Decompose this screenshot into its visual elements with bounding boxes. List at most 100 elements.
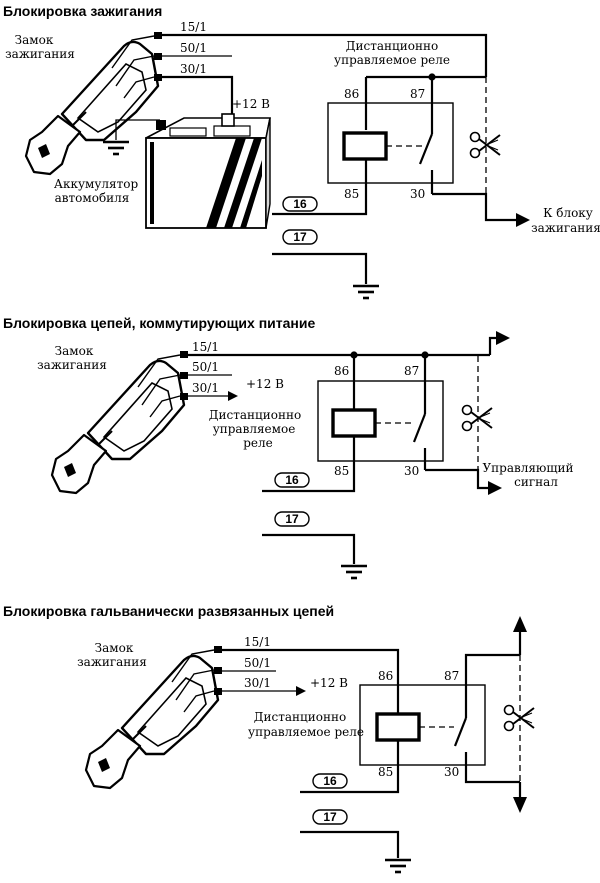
relay-label: управляемое реле [334, 53, 450, 67]
wire-battery-ground [115, 119, 160, 140]
scissors-icon [469, 131, 501, 159]
wire-pin-85 [300, 740, 400, 794]
relay-label: реле [243, 436, 273, 450]
terminal-label: 50/1 [180, 41, 207, 55]
battery-icon [145, 113, 271, 229]
section-isolated-circuit-blocking: Блокировка гальванически развязанных цеп… [3, 603, 535, 874]
terminal-label: 50/1 [192, 360, 219, 374]
battery-label: Аккумулятор [54, 177, 139, 191]
wire-output-ignition [432, 192, 520, 222]
wire-17-ground [262, 533, 356, 564]
ignition-lock-icon [50, 349, 190, 495]
wire-17-ground [272, 252, 368, 284]
wire-number-badge [282, 196, 318, 212]
output-label: сигнал [514, 475, 558, 489]
terminal-label: 30/1 [244, 676, 271, 690]
wire-30-1 [162, 75, 234, 118]
relay-pin-label: 85 [334, 464, 349, 478]
terminal-label: 15/1 [192, 340, 219, 354]
ground-icon [351, 284, 381, 300]
relay-pin-label: 87 [444, 669, 459, 683]
arrow-icon [228, 391, 238, 401]
ignition-lock-label: зажигания [37, 358, 107, 372]
ignition-lock-label: Замок [95, 641, 134, 655]
relay-pin-label: 30 [444, 765, 459, 779]
relay-pin-label: 85 [344, 187, 359, 201]
relay-pin-label: 87 [410, 87, 425, 101]
output-label: К блоку [543, 206, 593, 220]
supply-voltage-label: +12 В [310, 676, 348, 690]
section-title: Блокировка цепей, коммутирующих питание [3, 315, 315, 331]
terminal-label: 30/1 [192, 381, 219, 395]
wire-pin-87 [464, 653, 520, 718]
scissors-icon [461, 404, 493, 432]
wire-pin-85 [262, 436, 356, 493]
ground-icon [339, 564, 369, 580]
wire-17-ground [300, 830, 400, 858]
output-label: зажигания [531, 221, 600, 235]
junction-dot [428, 73, 436, 81]
relay-label: Дистанционно [254, 710, 346, 724]
relay-coil [342, 131, 388, 161]
relay-pin-label: 87 [404, 364, 419, 378]
arrow-icon [488, 481, 502, 495]
wire-number-label: 17 [285, 512, 299, 526]
terminal-label: 15/1 [180, 20, 207, 34]
battery-voltage-label: +12 В [232, 97, 270, 111]
relay-pin-label: 86 [378, 669, 393, 683]
terminal-label: 15/1 [244, 635, 271, 649]
relay-pin-label: 86 [344, 87, 359, 101]
wire-number-label: 16 [285, 473, 299, 487]
relay-pin-label: 30 [404, 464, 419, 478]
wire-number-label: 16 [323, 774, 337, 788]
ignition-lock-label: Замок [15, 33, 54, 47]
arrow-icon [516, 213, 530, 227]
relay-coil [331, 408, 377, 438]
section-ignition-blocking: Блокировка зажигания Замок зажигания 15/… [3, 3, 600, 300]
relay-switch-contact [453, 717, 468, 747]
battery-label: автомобиля [55, 191, 130, 205]
scissors-icon [503, 704, 535, 732]
relay-pin-label: 30 [410, 187, 425, 201]
ignition-lock-label: зажигания [77, 655, 147, 669]
wire-15-1 [162, 33, 488, 77]
wire-number-label: 17 [293, 230, 307, 244]
relay-switch-contact [418, 133, 434, 165]
relay-pin-label: 86 [334, 364, 349, 378]
wire-number-badge [282, 229, 318, 245]
wire-pin-30 [464, 752, 520, 784]
wire-number-badge [312, 773, 348, 789]
wire-number-label: 17 [323, 810, 337, 824]
wire-number-label: 16 [293, 197, 307, 211]
arrow-icon [513, 797, 527, 813]
ground-icon [383, 858, 413, 874]
wire-pin-85 [272, 159, 368, 216]
supply-voltage-label: +12 В [246, 377, 284, 391]
terminal-label: 50/1 [244, 656, 271, 670]
arrow-icon [296, 686, 306, 696]
relay-housing [317, 380, 444, 462]
relay-label: управляемое [213, 422, 296, 436]
ignition-lock-label: зажигания [5, 47, 75, 61]
terminal-label: 30/1 [180, 62, 207, 76]
relay-housing [327, 102, 454, 184]
wire-15-1 [222, 648, 400, 742]
wire-control-output [425, 468, 492, 490]
section-title: Блокировка зажигания [3, 3, 162, 19]
ignition-lock-label: Замок [55, 344, 94, 358]
wire-number-badge [274, 511, 310, 527]
section-title: Блокировка гальванически развязанных цеп… [3, 603, 334, 619]
section-power-circuit-blocking: Блокировка цепей, коммутирующих питание … [3, 315, 574, 580]
arrow-icon [496, 331, 510, 345]
relay-coil [375, 712, 421, 742]
relay-label: управляемое реле [248, 725, 364, 739]
ground-icon [101, 140, 131, 156]
wire-number-badge [274, 472, 310, 488]
relay-label: Дистанционно [346, 39, 438, 53]
output-label: Управляющий [482, 461, 573, 475]
relay-housing [359, 684, 486, 766]
wire-number-badge [312, 809, 348, 825]
relay-label: Дистанционно [209, 408, 301, 422]
